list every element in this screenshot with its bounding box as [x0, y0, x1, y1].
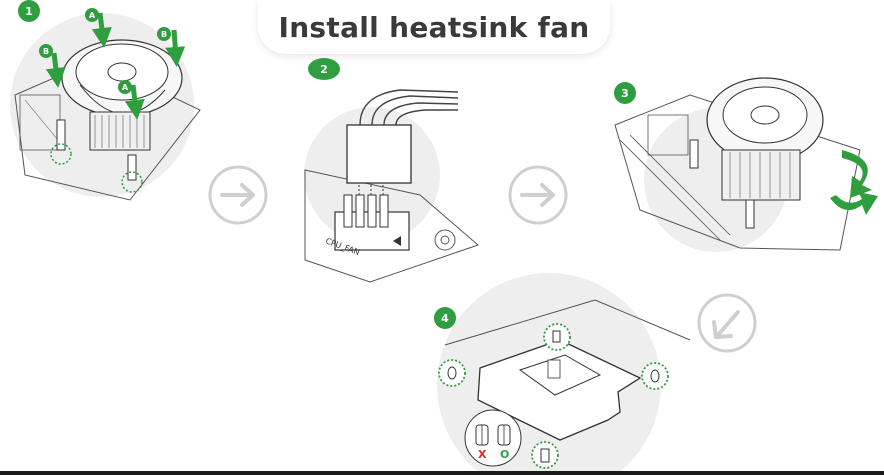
rotate-arrow-icon	[830, 192, 878, 215]
bottom-divider	[0, 471, 884, 475]
wrong-mark: X	[478, 448, 487, 461]
step-number-badge: 2	[308, 58, 340, 80]
callout-b-badge: B	[39, 44, 53, 58]
step-1-illustration	[10, 12, 201, 201]
step-number-badge: 4	[434, 307, 456, 329]
rotate-arrow-icon	[842, 150, 872, 198]
callout-a-badge: A	[85, 8, 99, 22]
callout-b-badge: B	[157, 27, 171, 41]
title-banner: Install heatsink fan	[258, 0, 610, 54]
callout-a-badge: A	[118, 80, 132, 94]
next-arrow-icon	[208, 165, 268, 225]
step-2-illustration: CPU_FAN	[304, 89, 479, 283]
step-3-illustration	[614, 77, 878, 252]
page-title: Install heatsink fan	[278, 10, 590, 44]
step-4-illustration: X O	[437, 273, 691, 475]
step-number-badge: 3	[614, 82, 636, 104]
right-mark: O	[500, 448, 509, 461]
step-number-badge: 1	[18, 0, 40, 22]
down-arrow-icon	[697, 293, 757, 353]
next-arrow-icon	[508, 165, 568, 225]
